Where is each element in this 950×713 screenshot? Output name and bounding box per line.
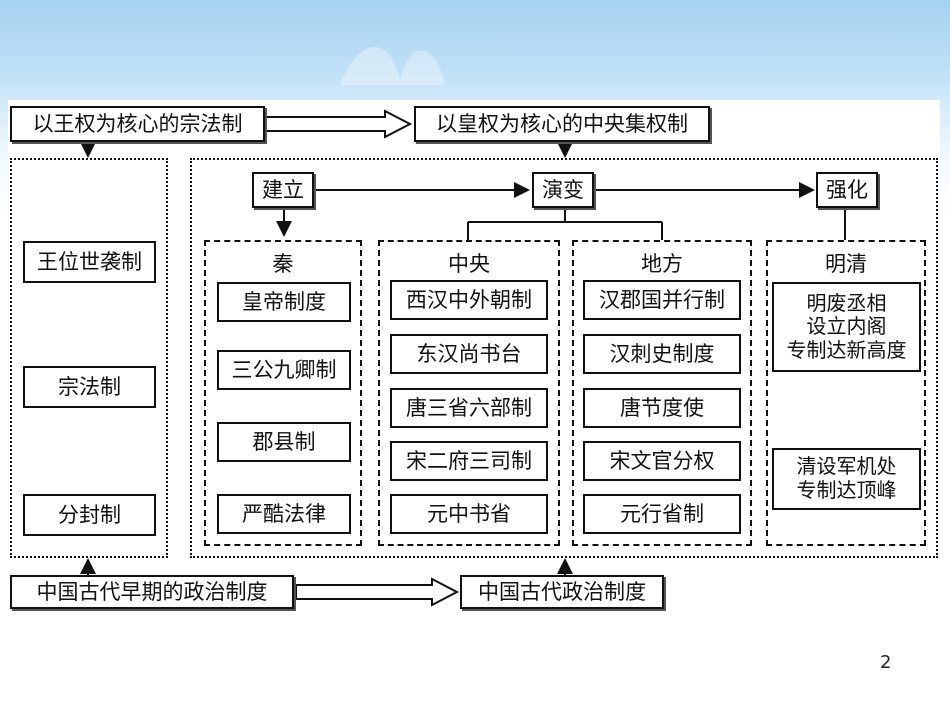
mingqing-item-1: 明废丞相 设立内阁 专制达新高度	[772, 282, 921, 372]
stage-build: 建立	[252, 172, 314, 208]
qin-item-4: 严酷法律	[217, 494, 351, 534]
stage-evolve: 演变	[532, 172, 594, 208]
local-item-5: 元行省制	[583, 494, 741, 534]
central-item-4: 宋二府三司制	[390, 441, 548, 481]
local-heading: 地方	[641, 252, 683, 276]
central-item-3: 唐三省六部制	[390, 388, 548, 428]
mingqing-heading: 明清	[825, 252, 867, 276]
page-number: 2	[880, 652, 892, 673]
qin-group	[204, 240, 362, 546]
early-politics-box: 中国古代早期的政治制度	[10, 575, 294, 609]
mingqing-item-1-line-1: 明废丞相	[806, 290, 887, 315]
left-item-1: 王位世袭制	[23, 241, 156, 283]
left-container	[10, 158, 168, 558]
central-heading: 中央	[448, 252, 490, 276]
local-group	[572, 240, 752, 546]
central-item-5: 元中书省	[390, 494, 548, 534]
central-item-2: 东汉尚书台	[390, 334, 548, 374]
local-item-4: 宋文官分权	[583, 441, 741, 481]
mingqing-group	[766, 240, 926, 546]
mingqing-item-2: 清设军机处 专制达顶峰	[772, 448, 921, 510]
central-item-1: 西汉中外朝制	[390, 280, 548, 320]
mingqing-item-2-line-1: 清设军机处	[796, 454, 897, 479]
background-decoration	[340, 46, 445, 85]
local-item-1: 汉郡国并行制	[583, 280, 741, 320]
local-item-3: 唐节度使	[583, 388, 741, 428]
qin-item-1: 皇帝制度	[217, 282, 351, 322]
left-item-3: 分封制	[23, 494, 156, 536]
qin-heading: 秦	[272, 252, 294, 276]
right-container	[190, 158, 938, 558]
stage-strengthen: 强化	[816, 172, 878, 208]
local-item-2: 汉刺史制度	[583, 334, 741, 374]
qin-item-3: 郡县制	[217, 422, 351, 462]
wangquan-box: 以王权为核心的宗法制	[10, 106, 265, 142]
qin-item-2: 三公九卿制	[217, 350, 351, 390]
central-group	[378, 240, 560, 546]
mingqing-item-1-line-3: 专制达新高度	[786, 337, 907, 362]
mingqing-item-2-line-2: 专制达顶峰	[796, 478, 897, 502]
ancient-politics-box: 中国古代政治制度	[460, 575, 664, 609]
left-item-2: 宗法制	[23, 366, 156, 408]
huangquan-box: 以皇权为核心的中央集权制	[414, 106, 710, 142]
mingqing-item-1-line-2: 设立内阁	[806, 314, 887, 339]
